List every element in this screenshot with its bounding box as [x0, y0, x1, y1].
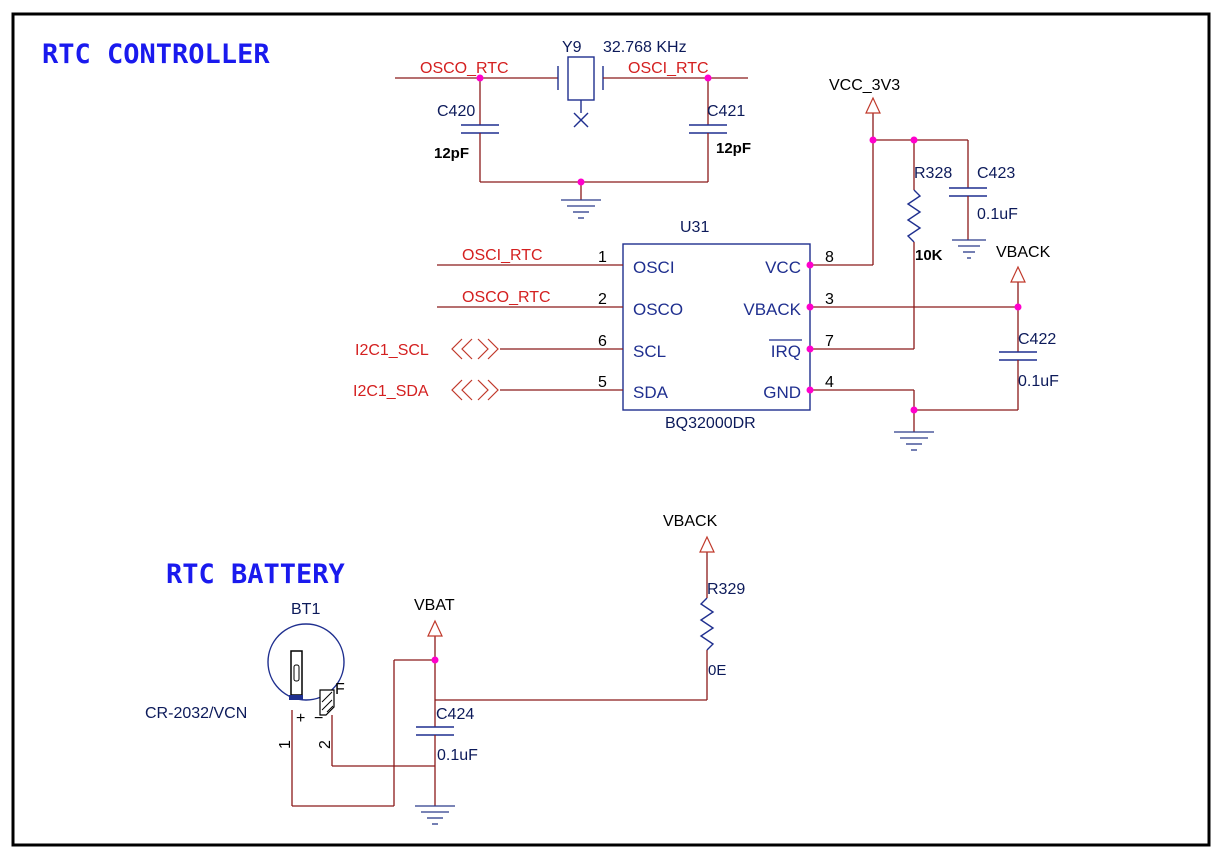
crystal-value: 32.768 KHz — [603, 39, 687, 56]
capacitor-c422[interactable] — [999, 307, 1037, 410]
junction-dot — [806, 261, 814, 269]
c424-ref: C424 — [436, 706, 474, 723]
net-label-i2c1-sda: I2C1_SDA — [353, 383, 429, 400]
ground-symbol-crystal — [561, 199, 601, 219]
c423-value: 0.1uF — [977, 206, 1018, 223]
bt1-part: CR-2032/VCN — [145, 705, 247, 722]
ic-pin-osco: OSCO — [633, 300, 683, 319]
rtc-controller-title: RTC CONTROLLER — [42, 39, 270, 70]
bt1-mark: F — [335, 681, 345, 698]
port-arrow-scl — [451, 338, 499, 360]
capacitor-c421[interactable] — [689, 78, 727, 182]
c421-ref: C421 — [707, 103, 745, 120]
resistor-r328[interactable] — [906, 140, 922, 349]
junction-dot — [806, 386, 814, 394]
vback-top-label: VBACK — [996, 244, 1051, 261]
junction-dot — [476, 74, 484, 82]
vbat-power-arrow — [427, 619, 443, 637]
rtc-battery-title: RTC BATTERY — [166, 559, 346, 590]
bt1-pin2: 2 — [317, 740, 334, 749]
crystal-ref: Y9 — [562, 39, 582, 56]
ground-symbol-c423 — [952, 239, 986, 259]
capacitor-c420[interactable] — [461, 78, 499, 182]
ic-pin-irq: IRQ — [771, 342, 801, 361]
junction-dot — [704, 74, 712, 82]
ic-pin-num-6: 6 — [598, 333, 607, 350]
junction-dot — [910, 406, 918, 414]
capacitor-c424[interactable] — [416, 660, 454, 806]
resistor-r329[interactable] — [699, 552, 715, 700]
ic-pin-vback: VBACK — [743, 300, 801, 319]
ic-pin-vcc: VCC — [765, 258, 801, 277]
ic-pin-sda: SDA — [633, 383, 669, 402]
port-arrow-sda — [451, 379, 499, 401]
ic-pin-num-5: 5 — [598, 374, 607, 391]
ground-symbol-battery — [415, 805, 455, 825]
c420-ref: C420 — [437, 103, 475, 120]
r329-value: 0E — [708, 662, 726, 679]
junction-dot — [431, 656, 439, 664]
bt1-plus: + — [296, 710, 305, 727]
vbat-label: VBAT — [414, 597, 455, 614]
bt1-minus: − — [314, 710, 323, 727]
ic-pin-scl: SCL — [633, 342, 666, 361]
ic-pin-num-2: 2 — [598, 291, 607, 308]
net-label-osco-rtc: OSCO_RTC — [462, 289, 551, 306]
vback-top-power-arrow — [1010, 265, 1026, 283]
ground-symbol-ic — [894, 431, 934, 451]
junction-dot — [910, 136, 918, 144]
battery-bt1[interactable] — [267, 623, 345, 806]
bt1-pin1: 1 — [277, 740, 294, 749]
ic-pin-num-4: 4 — [825, 374, 834, 391]
vcc-3v3-label: VCC_3V3 — [829, 77, 900, 94]
ic-pin-num-1: 1 — [598, 249, 607, 266]
junction-dot — [577, 178, 585, 186]
ic-pin-osci: OSCI — [633, 258, 675, 277]
ic-pin-num-7: 7 — [825, 333, 834, 350]
vback-bottom-power-arrow — [699, 535, 715, 553]
c422-ref: C422 — [1018, 331, 1056, 348]
junction-dot — [869, 136, 877, 144]
junction-dot — [806, 345, 814, 353]
ic-pin-num-3: 3 — [825, 291, 834, 308]
vback-bottom-label: VBACK — [663, 513, 718, 530]
ic-ref: U31 — [680, 219, 709, 236]
c420-value: 12pF — [434, 145, 469, 162]
ic-pin-num-8: 8 — [825, 249, 834, 266]
junction-dot — [1014, 303, 1022, 311]
vcc-power-arrow — [865, 96, 881, 114]
capacitor-c423[interactable] — [949, 140, 987, 240]
r328-ref: R328 — [914, 165, 952, 182]
c423-ref: C423 — [977, 165, 1015, 182]
ic-part-number: BQ32000DR — [665, 415, 756, 432]
net-label-i2c1-scl: I2C1_SCL — [355, 342, 429, 359]
sheet-border — [11, 12, 1211, 847]
c421-value: 12pF — [716, 140, 751, 157]
ic-pin-gnd: GND — [763, 383, 801, 402]
net-label-osco-rtc-crystal: OSCO_RTC — [420, 60, 509, 77]
r328-value: 10K — [915, 247, 943, 264]
ic-u31-body[interactable] — [622, 243, 811, 411]
bt1-ref: BT1 — [291, 601, 320, 618]
c422-value: 0.1uF — [1018, 373, 1059, 390]
r329-ref: R329 — [707, 581, 745, 598]
net-label-osci-rtc: OSCI_RTC — [462, 247, 543, 264]
c424-value: 0.1uF — [437, 747, 478, 764]
net-label-osci-rtc-crystal: OSCI_RTC — [628, 60, 709, 77]
junction-dot — [806, 303, 814, 311]
